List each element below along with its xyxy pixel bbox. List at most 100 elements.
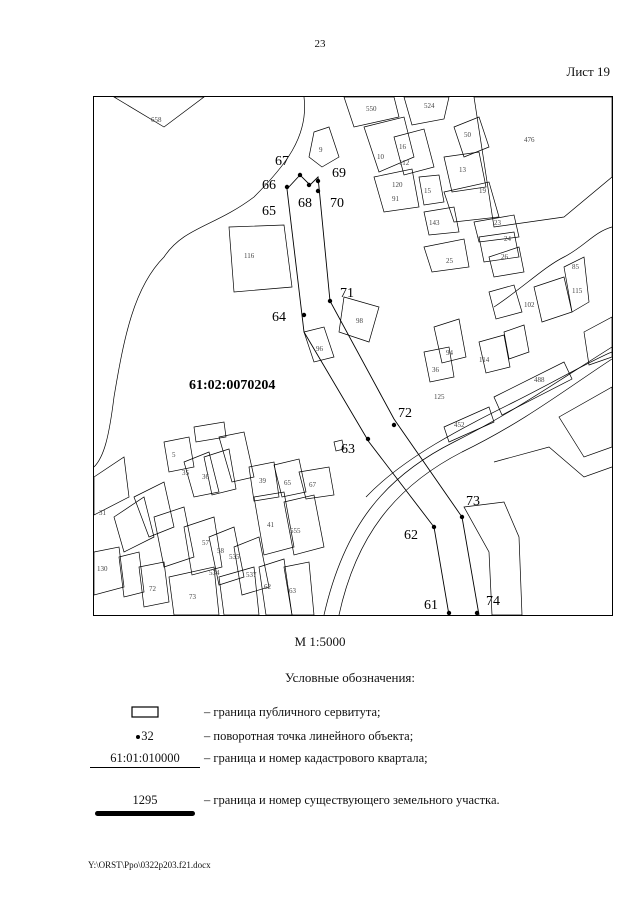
parcel-num: 63 xyxy=(289,587,297,595)
legend-text: – граница публичного сервитута; xyxy=(204,705,381,719)
legend-symbol-label: 32 xyxy=(141,729,154,743)
parcel-num: 534 xyxy=(209,569,220,577)
legend-text: – граница и номер кадастрового квартала; xyxy=(204,751,428,765)
parcel-num: 98 xyxy=(356,317,364,325)
parcel-9 xyxy=(308,126,340,168)
parcel-labels: 658 550 524 476 50 9 10 16 112 13 120 91… xyxy=(97,102,583,601)
tp-label-71: 71 xyxy=(340,286,354,301)
legend-symbol-quarter: 61:01:010000 xyxy=(90,751,200,768)
turning-point-70 xyxy=(315,188,321,194)
parcel-num: 476 xyxy=(524,136,535,144)
tp-label-67: 67 xyxy=(275,154,289,169)
parcel-num: 130 xyxy=(97,565,108,573)
parcel-num: 25 xyxy=(446,257,454,265)
legend-symbol-label: 1295 xyxy=(132,793,158,807)
legend-title: Условные обозначения: xyxy=(284,670,416,685)
page-number: 23 xyxy=(314,38,326,50)
parcel-num: 31 xyxy=(99,509,107,517)
legend-symbol-turning-point: 32 xyxy=(90,729,200,744)
turning-point-68 xyxy=(306,182,312,188)
parcel-452 xyxy=(443,406,495,443)
parcel-num: 9 xyxy=(319,146,323,154)
parcel-num: 91 xyxy=(392,195,400,203)
rectangle-icon xyxy=(131,706,159,718)
parcel-num: 115 xyxy=(572,287,583,295)
legend-text: – поворотная точка линейного объекта; xyxy=(204,729,414,743)
parcel-488 xyxy=(493,361,573,416)
parcel-num: 658 xyxy=(151,116,162,124)
turning-point-74 xyxy=(474,610,480,615)
point-icon xyxy=(136,735,141,740)
parcel-num: 36 xyxy=(202,473,210,481)
tp-label-69: 69 xyxy=(332,166,346,181)
parcel-num: 16 xyxy=(399,143,407,151)
parcel-num: 36 xyxy=(432,366,440,374)
parcel-num: 41 xyxy=(267,521,275,529)
parcel-num: 57 xyxy=(202,539,210,547)
parcel-num: 58 xyxy=(217,547,225,555)
turning-point-62 xyxy=(431,524,437,530)
legend-text: – граница и номер существующего земельно… xyxy=(204,793,500,807)
tp-label-63: 63 xyxy=(341,442,355,457)
parcel-num: 50 xyxy=(464,131,472,139)
parcel-num: 143 xyxy=(429,219,440,227)
parcel-num: 65 xyxy=(284,479,292,487)
parcel-550 xyxy=(343,97,400,128)
tp-label-73: 73 xyxy=(466,494,480,509)
turning-point-64 xyxy=(301,312,307,318)
tp-label-66: 66 xyxy=(262,178,276,193)
parcel-num: 537 xyxy=(246,571,257,579)
tp-label-65: 65 xyxy=(262,204,276,219)
parcel-num: 35 xyxy=(182,469,190,477)
footer-file-path: Y:\ORST\Ppo\0322p203.f21.docx xyxy=(88,860,211,870)
parcel-num: 112 xyxy=(399,159,410,167)
parcel-num: 72 xyxy=(149,585,157,593)
legend-item-turning-point: 32 – поворотная точка линейного объекта; xyxy=(90,729,610,749)
parcel-num: 13 xyxy=(459,166,467,174)
parcel-num: 488 xyxy=(534,376,545,384)
parcel-524 xyxy=(403,97,450,126)
parcel-num: 555 xyxy=(290,527,301,535)
tp-label-68: 68 xyxy=(298,196,312,211)
turning-point-67 xyxy=(297,172,303,178)
parcel-num: 524 xyxy=(424,102,435,110)
parcel-num: 535 xyxy=(229,553,240,561)
turning-point-73 xyxy=(459,514,465,520)
tp-label-61: 61 xyxy=(424,598,438,613)
legend-item-parcel: 1295 – граница и номер существующего зем… xyxy=(90,793,610,821)
legend-item-quarter: 61:01:010000 – граница и номер кадастров… xyxy=(90,751,610,771)
legend-symbol-label: 61:01:010000 xyxy=(110,751,180,765)
parcel-num: 102 xyxy=(524,301,535,309)
tp-label-64: 64 xyxy=(272,310,286,325)
turning-point-71 xyxy=(327,298,333,304)
turning-point-69 xyxy=(315,178,321,184)
turning-point-61 xyxy=(446,610,452,615)
parcel-num: 10 xyxy=(377,153,385,161)
legend-symbol-servitude xyxy=(90,705,200,725)
parcel-num: 116 xyxy=(244,252,255,260)
tp-label-74: 74 xyxy=(486,594,500,609)
parcel-num: 39 xyxy=(259,477,267,485)
terrain-boundary xyxy=(94,97,305,468)
parcel-num: 24 xyxy=(504,235,512,243)
parcel-num: 62 xyxy=(264,583,272,591)
cadastral-map[interactable]: 67 66 65 68 69 70 71 64 72 63 73 62 61 7… xyxy=(93,96,613,616)
legend-item-servitude: – граница публичного сервитута; xyxy=(90,705,610,725)
parcel-num: 120 xyxy=(392,181,403,189)
tp-label-62: 62 xyxy=(404,528,418,543)
parcel-476 xyxy=(473,97,612,228)
parcel-num: 73 xyxy=(189,593,197,601)
parcel-116 xyxy=(228,224,293,293)
parcel-num: 15 xyxy=(424,187,432,195)
parcel-num: 452 xyxy=(454,421,465,429)
turning-point-63 xyxy=(365,436,371,442)
sheet-label: Лист 19 xyxy=(566,64,610,79)
parcel-num: 114 xyxy=(479,356,490,364)
legend-symbol-parcel: 1295 xyxy=(90,793,200,816)
servitude-boundary xyxy=(286,174,480,615)
tp-label-70: 70 xyxy=(330,196,344,211)
parcel-num: 19 xyxy=(479,187,487,195)
parcel-num: 26 xyxy=(501,253,509,261)
parcel-num: 23 xyxy=(494,219,502,227)
parcel-num: 5 xyxy=(172,451,176,459)
